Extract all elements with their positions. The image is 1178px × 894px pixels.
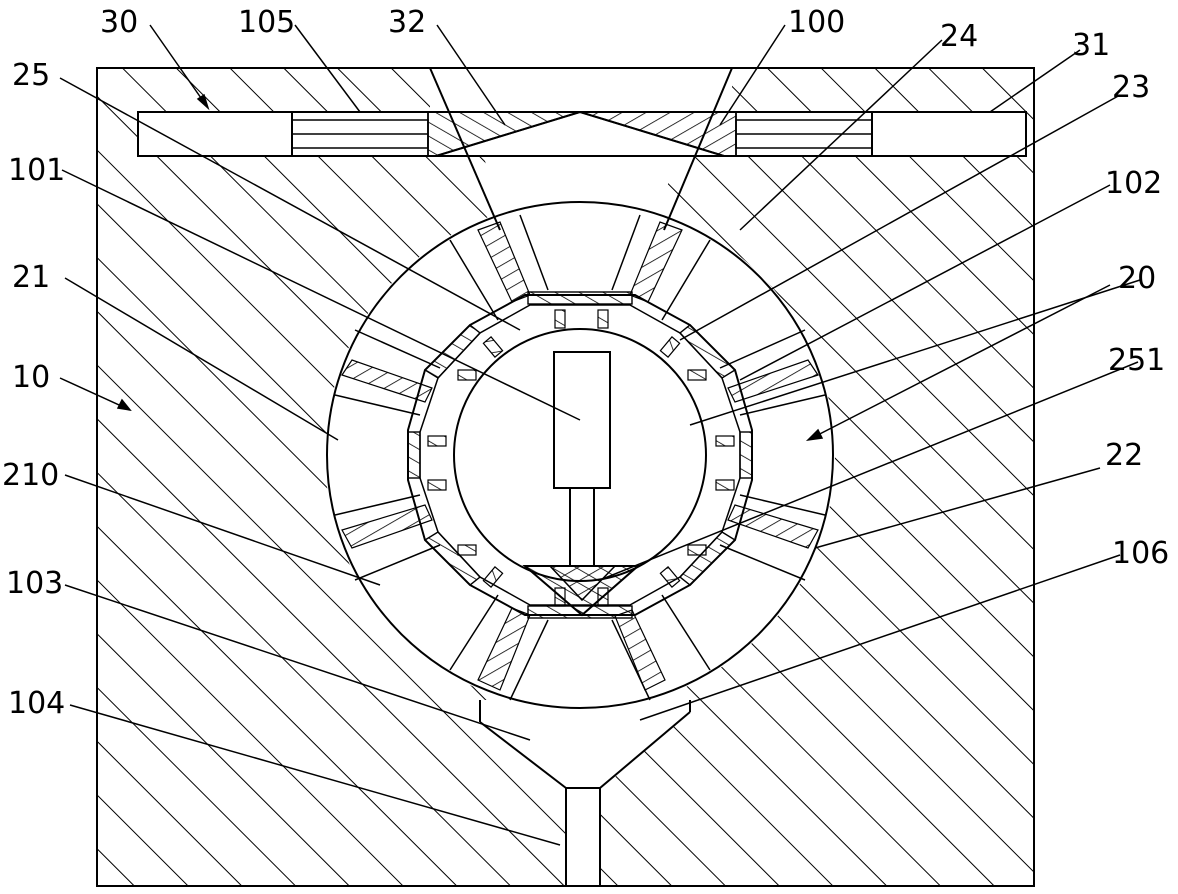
rotary-drum bbox=[326, 201, 834, 709]
callout-21: 21 bbox=[12, 260, 50, 295]
leader-lines bbox=[59, 24, 1141, 846]
bottom-funnel bbox=[479, 700, 691, 886]
drum-blades bbox=[334, 214, 826, 701]
inner-hub bbox=[453, 328, 707, 617]
callout-105: 105 bbox=[238, 5, 295, 40]
callout-31: 31 bbox=[1072, 28, 1110, 63]
top-funnel bbox=[429, 67, 733, 231]
housing-body bbox=[96, 67, 1035, 887]
callout-25: 25 bbox=[12, 58, 50, 93]
callout-104: 104 bbox=[8, 686, 65, 721]
callout-22: 22 bbox=[1105, 438, 1143, 473]
callout-20: 20 bbox=[1118, 261, 1156, 296]
callout-101: 101 bbox=[8, 153, 65, 188]
blade-strips bbox=[341, 221, 819, 691]
callout-24: 24 bbox=[940, 19, 978, 54]
callout-32: 32 bbox=[388, 5, 426, 40]
callout-10: 10 bbox=[12, 360, 50, 395]
callout-251: 251 bbox=[1108, 343, 1165, 378]
callout-102: 102 bbox=[1105, 166, 1162, 201]
callout-103: 103 bbox=[6, 566, 63, 601]
callout-106: 106 bbox=[1112, 536, 1169, 571]
callouts: 30 105 32 100 24 31 25 23 101 102 21 20 … bbox=[2, 5, 1169, 721]
callout-30: 30 bbox=[100, 5, 138, 40]
callout-23: 23 bbox=[1112, 70, 1150, 105]
callout-100: 100 bbox=[788, 5, 845, 40]
callout-210: 210 bbox=[2, 458, 59, 493]
